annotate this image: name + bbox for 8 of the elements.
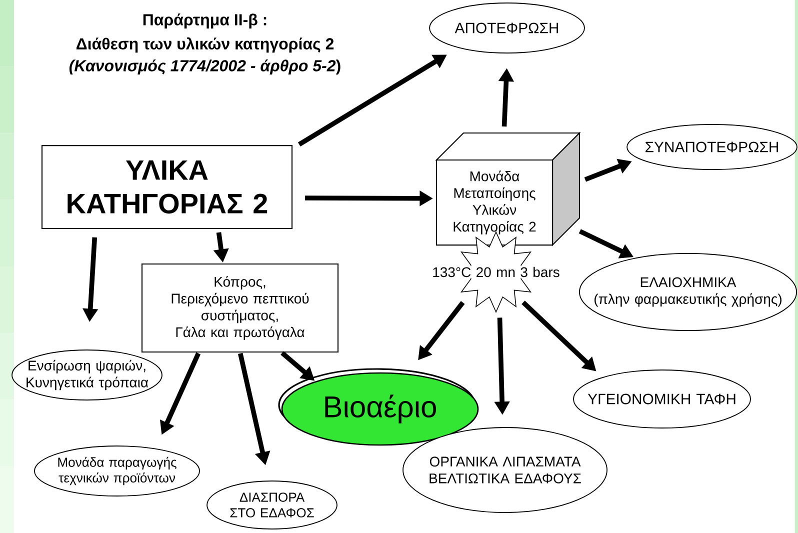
title: Παράρτημα II-β : bbox=[143, 13, 266, 29]
subtitle: (Κανονισμός 1774/2002 - άρθρο 5-2) bbox=[69, 59, 340, 75]
materials-box: Κόπρος, Περιεχόμενο πεπτικού συστήματος, Γάλα και πρωτόγαλα bbox=[141, 263, 339, 353]
subtitle: Διάθεση των υλικών κατηγορίας 2 bbox=[76, 37, 334, 53]
node-label: (πλην φαρμακευτικής χρήσης) bbox=[594, 293, 782, 307]
node-label: ΣΥΝΑΠΟΤΕΦΡΩΣΗ bbox=[646, 142, 778, 152]
node-label: ΕΛΑΙΟΧΗΜΙΚΑ bbox=[640, 277, 736, 288]
category-box: ΥΛΙΚΑ ΚΑΤΗΓΟΡΙΑΣ 2 bbox=[41, 145, 293, 229]
